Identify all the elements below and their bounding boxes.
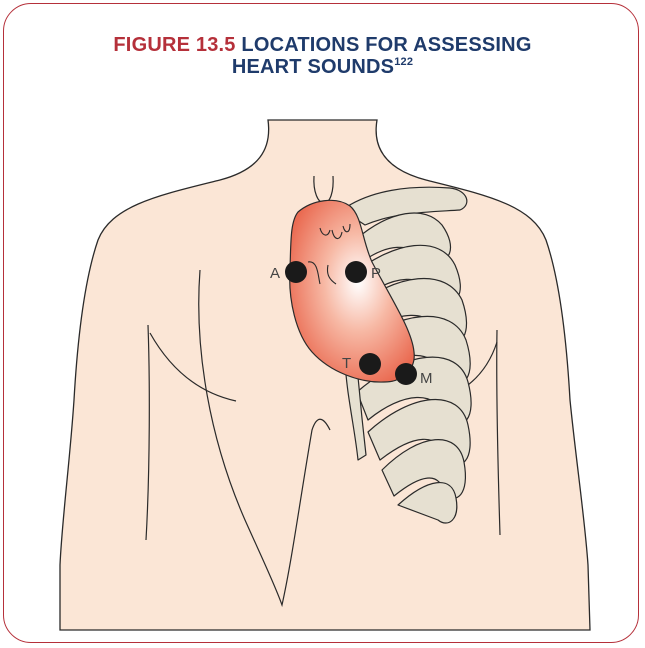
marker-label-aortic: A	[270, 265, 280, 282]
marker-label-mitral: M	[420, 370, 433, 387]
torso	[60, 120, 590, 630]
marker-label-pulmonic: P	[371, 265, 381, 282]
marker-pulmonic: P	[345, 261, 381, 283]
marker-aortic: A	[270, 261, 307, 283]
marker-label-tricuspid: T	[342, 355, 351, 372]
